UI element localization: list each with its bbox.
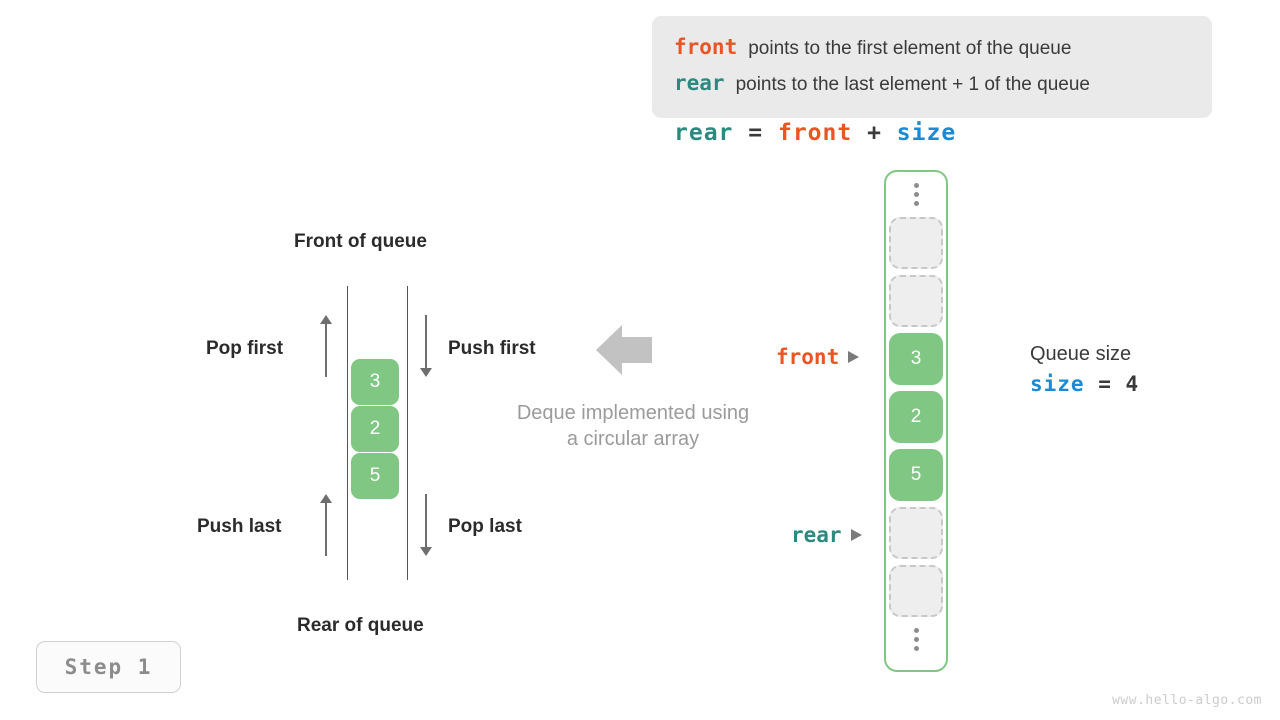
step-badge: Step 1 — [36, 641, 181, 693]
label-push-last: Push last — [197, 516, 282, 537]
ellipsis-top-icon — [913, 172, 919, 217]
legend-box: front points to the first element of the… — [652, 16, 1212, 118]
arrow-down-push-first-icon — [419, 315, 433, 377]
queue-size-info: Queue size size = 4 — [1030, 341, 1139, 396]
legend-line-front: front points to the first element of the… — [674, 30, 1190, 66]
deque-cell: 5 — [351, 453, 399, 499]
queue-size-formula: size = 4 — [1030, 372, 1139, 396]
label-pop-first: Pop first — [206, 338, 284, 359]
formula-rear: rear — [674, 120, 734, 146]
array-cell-empty — [889, 507, 943, 559]
array-cell-empty — [889, 565, 943, 617]
array-cell-filled: 2 — [889, 391, 943, 443]
size-equals: = — [1098, 372, 1112, 396]
legend-line-rear: rear points to the last element + 1 of t… — [674, 66, 1190, 102]
arrow-up-push-last-icon — [319, 494, 333, 556]
pointer-front-label: front — [776, 345, 840, 369]
arrow-down-pop-last-icon — [419, 494, 433, 556]
legend-text-rear: points to the last element + 1 of the qu… — [735, 74, 1090, 95]
circular-array-container: 3 2 5 — [884, 170, 948, 672]
deque-cell-stack: 3 2 5 — [351, 359, 399, 499]
array-cell-filled: 5 — [889, 449, 943, 501]
label-push-first: Push first — [448, 338, 536, 359]
deque-title-front: Front of queue — [294, 231, 427, 252]
size-value: 4 — [1125, 372, 1140, 396]
array-cell-empty — [889, 217, 943, 269]
size-keyword: size — [1030, 372, 1085, 396]
formula-front: front — [777, 120, 853, 146]
formula-plus: + — [867, 120, 882, 146]
deque-cell: 3 — [351, 359, 399, 405]
watermark: www.hello-algo.com — [1112, 693, 1262, 708]
legend-keyword-rear: rear — [674, 71, 725, 95]
pointer-rear-arrow-icon — [850, 529, 862, 541]
pointer-front: front — [776, 345, 860, 369]
deque-caption: Deque implemented using a circular array — [482, 400, 784, 452]
pointer-front-arrow-icon — [848, 351, 860, 363]
array-cell-stack: 3 2 5 — [889, 217, 943, 617]
deque-caption-line2: a circular array — [566, 428, 700, 450]
formula-size: size — [896, 120, 957, 146]
queue-size-caption: Queue size — [1030, 343, 1132, 365]
formula-equals: = — [748, 120, 764, 146]
legend-text-front: points to the first element of the queue — [748, 38, 1072, 59]
arrow-left-mapping-icon — [596, 325, 652, 375]
deque-caption-line1: Deque implemented using — [516, 402, 750, 424]
pointer-rear: rear — [791, 523, 862, 547]
deque-title-rear: Rear of queue — [297, 615, 424, 636]
formula-rear-equals-front-plus-size: rear = front + size — [674, 120, 956, 146]
deque-rail-right — [407, 286, 408, 580]
pointer-rear-label: rear — [791, 523, 842, 547]
array-cell-empty — [889, 275, 943, 327]
deque-rail-left — [347, 286, 348, 580]
legend-keyword-front: front — [674, 35, 738, 59]
array-cell-filled: 3 — [889, 333, 943, 385]
label-pop-last: Pop last — [448, 516, 522, 537]
arrow-up-pop-first-icon — [319, 315, 333, 377]
ellipsis-bottom-icon — [913, 617, 919, 662]
deque-cell: 2 — [351, 406, 399, 452]
